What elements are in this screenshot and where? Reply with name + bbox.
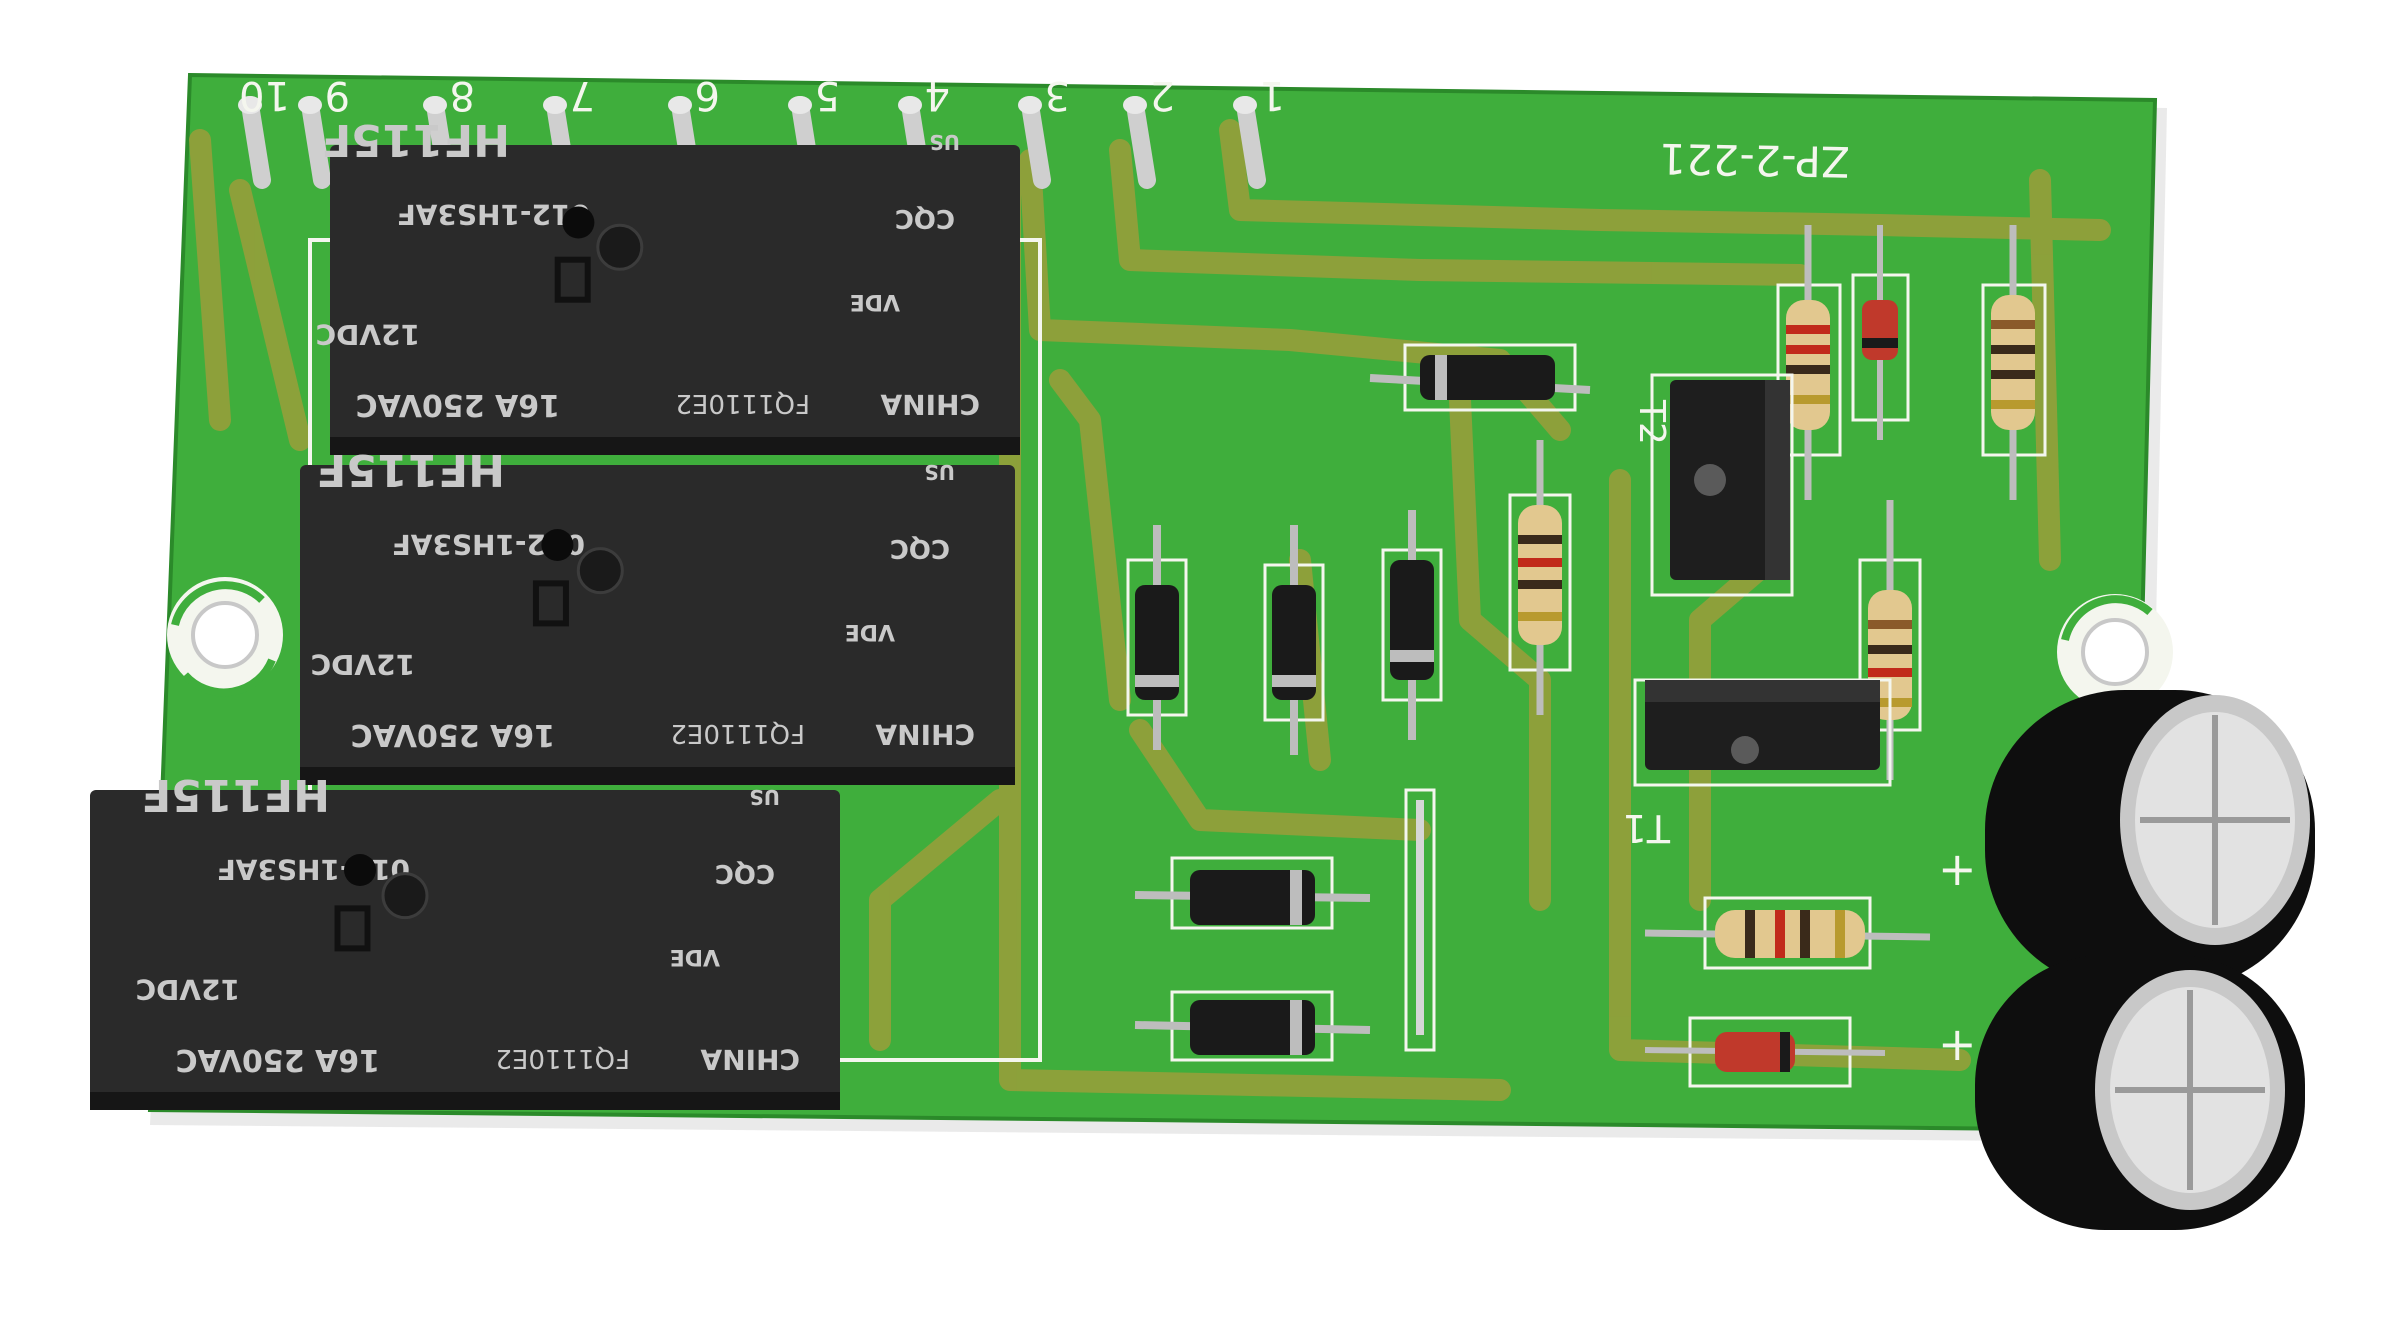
relay-mark-vde: VDE [850, 289, 900, 314]
diodes-vertical [1126, 510, 1443, 755]
resistors [1508, 225, 2047, 970]
diode-top [1369, 343, 1591, 412]
relay-model: HF115F [141, 769, 330, 820]
relay-indicator [344, 854, 376, 886]
connector-pin: 1 [1233, 72, 1285, 189]
relay-mark-ul: US [749, 785, 780, 809]
relay-mark-ul: US [929, 130, 960, 154]
pin-label: 9 [325, 72, 350, 118]
plus-mark-top: + [1938, 842, 1977, 896]
relay-body [90, 790, 840, 1110]
wire-jumper [1404, 788, 1436, 1052]
relay: CHINA FQ1110E2 16A 250VAC 12VDC VDE CQC 012-1H… [316, 114, 1020, 455]
relay-rating: 16A 250VAC [351, 717, 555, 752]
relay-mark-ccc: CQC [715, 858, 775, 888]
pin-label: 5 [815, 72, 840, 118]
relay-mark-ccc: CQC [890, 533, 950, 563]
relay-mark-vde: VDE [845, 619, 895, 644]
label-t2: T2 [1631, 399, 1672, 445]
relay-cert-code: FQ1110E2 [495, 1043, 630, 1073]
transistor-t2: T2 [1631, 373, 1794, 597]
zener-diodes [1644, 225, 1910, 1088]
relay-part: 012-1HS3AF [397, 198, 590, 231]
pin-label: 2 [1150, 72, 1175, 118]
capacitor-bottom: + [1938, 955, 2305, 1230]
relay-cert-code: FQ1110E2 [675, 388, 810, 418]
pin-label: 1 [1260, 72, 1285, 118]
relay-body [330, 145, 1020, 455]
relays: CHINA FQ1110E2 16A 250VAC 12VDC VDE CQC 012-1H… [90, 114, 1020, 1110]
pin-label: 3 [1045, 72, 1070, 118]
mounting-hole-right [2057, 594, 2173, 710]
capacitor-top: + [1938, 690, 2315, 990]
pin-label: 4 [925, 72, 950, 118]
relay-rating: 16A 250VAC [356, 387, 560, 422]
transistor-t1: T1 [1623, 678, 1892, 850]
relay-body [300, 465, 1015, 785]
relay-mark-vde: VDE [670, 944, 720, 969]
relay-model: HF115F [321, 114, 510, 165]
relay-model: HF115F [316, 444, 505, 495]
relay-cert-code: FQ1110E2 [670, 718, 805, 748]
relay-mark-ul: US [924, 460, 955, 484]
plus-mark-bottom: + [1938, 1017, 1977, 1071]
relay-part: 012-1HS3AF [217, 853, 410, 886]
pin-label: 10 [239, 72, 290, 118]
relay-origin: CHINA [880, 388, 980, 421]
relay-coil: 12VDC [136, 973, 240, 1006]
label-t1: T1 [1623, 806, 1671, 850]
relay-origin: CHINA [875, 718, 975, 751]
relay: CHINA FQ1110E2 16A 250VAC 12VDC VDE CQC 012-1H… [90, 769, 840, 1110]
diodes-horizontal [1134, 856, 1371, 1062]
relay-mark-ccc: CQC [895, 203, 955, 233]
mounting-hole-left [167, 577, 283, 697]
board-code: ZP-2-221 [1659, 134, 1850, 186]
copper-traces [189, 119, 2111, 1101]
pin-label: 7 [570, 72, 595, 118]
relay-origin: CHINA [700, 1043, 800, 1076]
connector-pin: 2 [1123, 72, 1175, 189]
pin-label: 6 [695, 72, 720, 118]
pin-label: 8 [450, 72, 475, 118]
relay-indicator [562, 206, 595, 239]
connector-pin: 10 [238, 72, 290, 189]
relay-rating: 16A 250VAC [176, 1042, 380, 1077]
relay-coil: 12VDC [316, 318, 420, 351]
connector-pin: 9 [298, 72, 350, 189]
relay-indicator [541, 529, 574, 561]
connector-pin: 3 [1018, 72, 1070, 189]
relay-coil: 12VDC [311, 648, 415, 681]
